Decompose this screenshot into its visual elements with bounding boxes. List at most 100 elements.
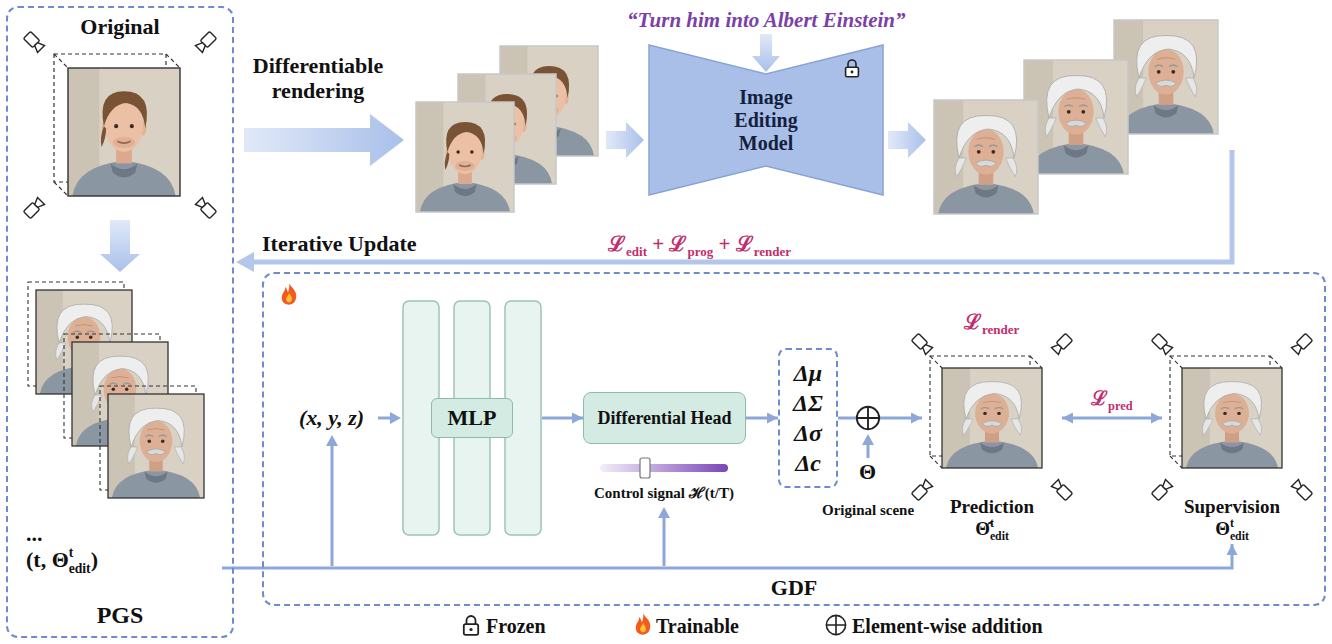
bowtie-outline xyxy=(648,44,884,196)
art-path xyxy=(378,417,392,420)
art-rect xyxy=(68,68,180,196)
art-use xyxy=(195,31,216,52)
legend-fire-icon xyxy=(636,613,651,635)
update-arrow xyxy=(250,150,1232,262)
subscript: edit xyxy=(990,530,1009,543)
differential-head: Differential Head xyxy=(583,392,746,444)
art-polygon xyxy=(390,412,401,424)
legend-text: Trainable xyxy=(656,615,739,637)
legend-oplus-icon xyxy=(826,615,845,634)
text-run: Θ xyxy=(1215,518,1230,539)
art-use xyxy=(1182,368,1282,468)
art-polygon xyxy=(862,434,874,445)
art-rect xyxy=(1024,60,1128,174)
edit-prompt: “Turn him into Albert Einstein” xyxy=(627,8,906,32)
art-use xyxy=(1291,333,1312,354)
subscript: render xyxy=(754,244,791,259)
art-use xyxy=(416,102,514,212)
node-text: PGS xyxy=(97,602,144,630)
text-run: + ℒ xyxy=(647,232,687,256)
legend-entry: Element-wise addition xyxy=(852,615,1043,638)
mlp-block: MLP xyxy=(402,300,542,536)
edited-stack xyxy=(28,282,204,498)
down-arrow xyxy=(100,220,140,272)
art-path xyxy=(1170,356,1282,468)
art-rect xyxy=(934,100,1038,214)
art-use xyxy=(1151,479,1172,500)
node-text: (t, Θtedit) xyxy=(26,547,98,572)
subscript: edit xyxy=(626,244,647,259)
node-text: Θtedit xyxy=(1215,518,1249,540)
superscript: t xyxy=(1230,517,1234,530)
art-path xyxy=(54,54,180,196)
legend-lock-icon xyxy=(464,616,478,635)
supervision-cube xyxy=(1151,333,1312,500)
node-text: Image Editing Model xyxy=(716,86,816,155)
art-use xyxy=(195,197,216,218)
art-use xyxy=(1151,333,1172,354)
caption-label: Original scene xyxy=(822,502,914,519)
art-rect xyxy=(416,102,514,212)
superscript: t xyxy=(69,545,74,560)
flow-arrow xyxy=(888,122,926,158)
branch-arrows xyxy=(326,412,874,566)
node-text: GDF xyxy=(771,575,817,600)
connector xyxy=(222,544,1232,568)
node-text: MLP xyxy=(431,398,514,437)
node-text: Δσ xyxy=(794,418,822,448)
node-text: Prediction xyxy=(950,496,1034,518)
art-use xyxy=(1291,479,1312,500)
art-rect xyxy=(1182,368,1282,468)
art-rect xyxy=(942,368,1042,468)
legend-entry: Trainable xyxy=(656,615,739,638)
control-signal-label: Control signal ℋ(t/T) xyxy=(594,485,734,502)
art-use xyxy=(1051,479,1072,500)
legend-entry: Frozen xyxy=(486,615,546,638)
model-shape xyxy=(649,45,883,195)
art-rect xyxy=(600,464,728,472)
art-path xyxy=(331,446,334,566)
addition-operator xyxy=(857,407,879,429)
original-scene: Original xyxy=(24,12,216,214)
mlp-layer xyxy=(403,301,439,535)
symbol-label: Θ xyxy=(859,459,876,484)
supervision-scene: SupervisionΘtedit xyxy=(1162,330,1302,544)
superscript: t xyxy=(990,517,994,530)
step-label: Differentiable rendering xyxy=(243,53,393,104)
art-use xyxy=(23,197,44,218)
art-polygon xyxy=(326,435,338,446)
node-text: Δc xyxy=(795,448,821,478)
mlp-outline xyxy=(402,300,542,536)
delta-params: ΔμΔΣΔσΔc xyxy=(778,348,838,488)
mlp-layer xyxy=(454,301,490,535)
art-use xyxy=(68,68,180,196)
art-use xyxy=(23,31,44,52)
art-rect xyxy=(640,458,650,478)
subscript: pred xyxy=(1108,399,1133,413)
art-use xyxy=(1114,20,1218,134)
control-slider xyxy=(600,458,728,478)
art-use xyxy=(911,333,932,354)
subscript: edit xyxy=(1230,530,1249,543)
art-use xyxy=(108,394,204,498)
text-run: ℒ xyxy=(608,232,626,256)
input-coords: (x, y, z) xyxy=(299,405,364,430)
node-text: Δμ xyxy=(794,358,822,388)
art-use xyxy=(1051,333,1072,354)
subscript: prog xyxy=(687,244,713,259)
prompt-arrow xyxy=(752,34,780,72)
art-polygon xyxy=(658,507,670,518)
subscript: render xyxy=(982,322,1019,337)
edited-scene-stack: ...(t, Θtedit) xyxy=(16,276,222,576)
art-use xyxy=(934,100,1038,214)
node-text: ΔΣ xyxy=(793,388,823,418)
node-text: Original xyxy=(80,14,159,39)
gdf-panel: GDF MLP Differential Head ΔμΔΣΔσΔcPredictio… xyxy=(262,272,1326,606)
loop-label: Iterative Update xyxy=(262,231,417,256)
